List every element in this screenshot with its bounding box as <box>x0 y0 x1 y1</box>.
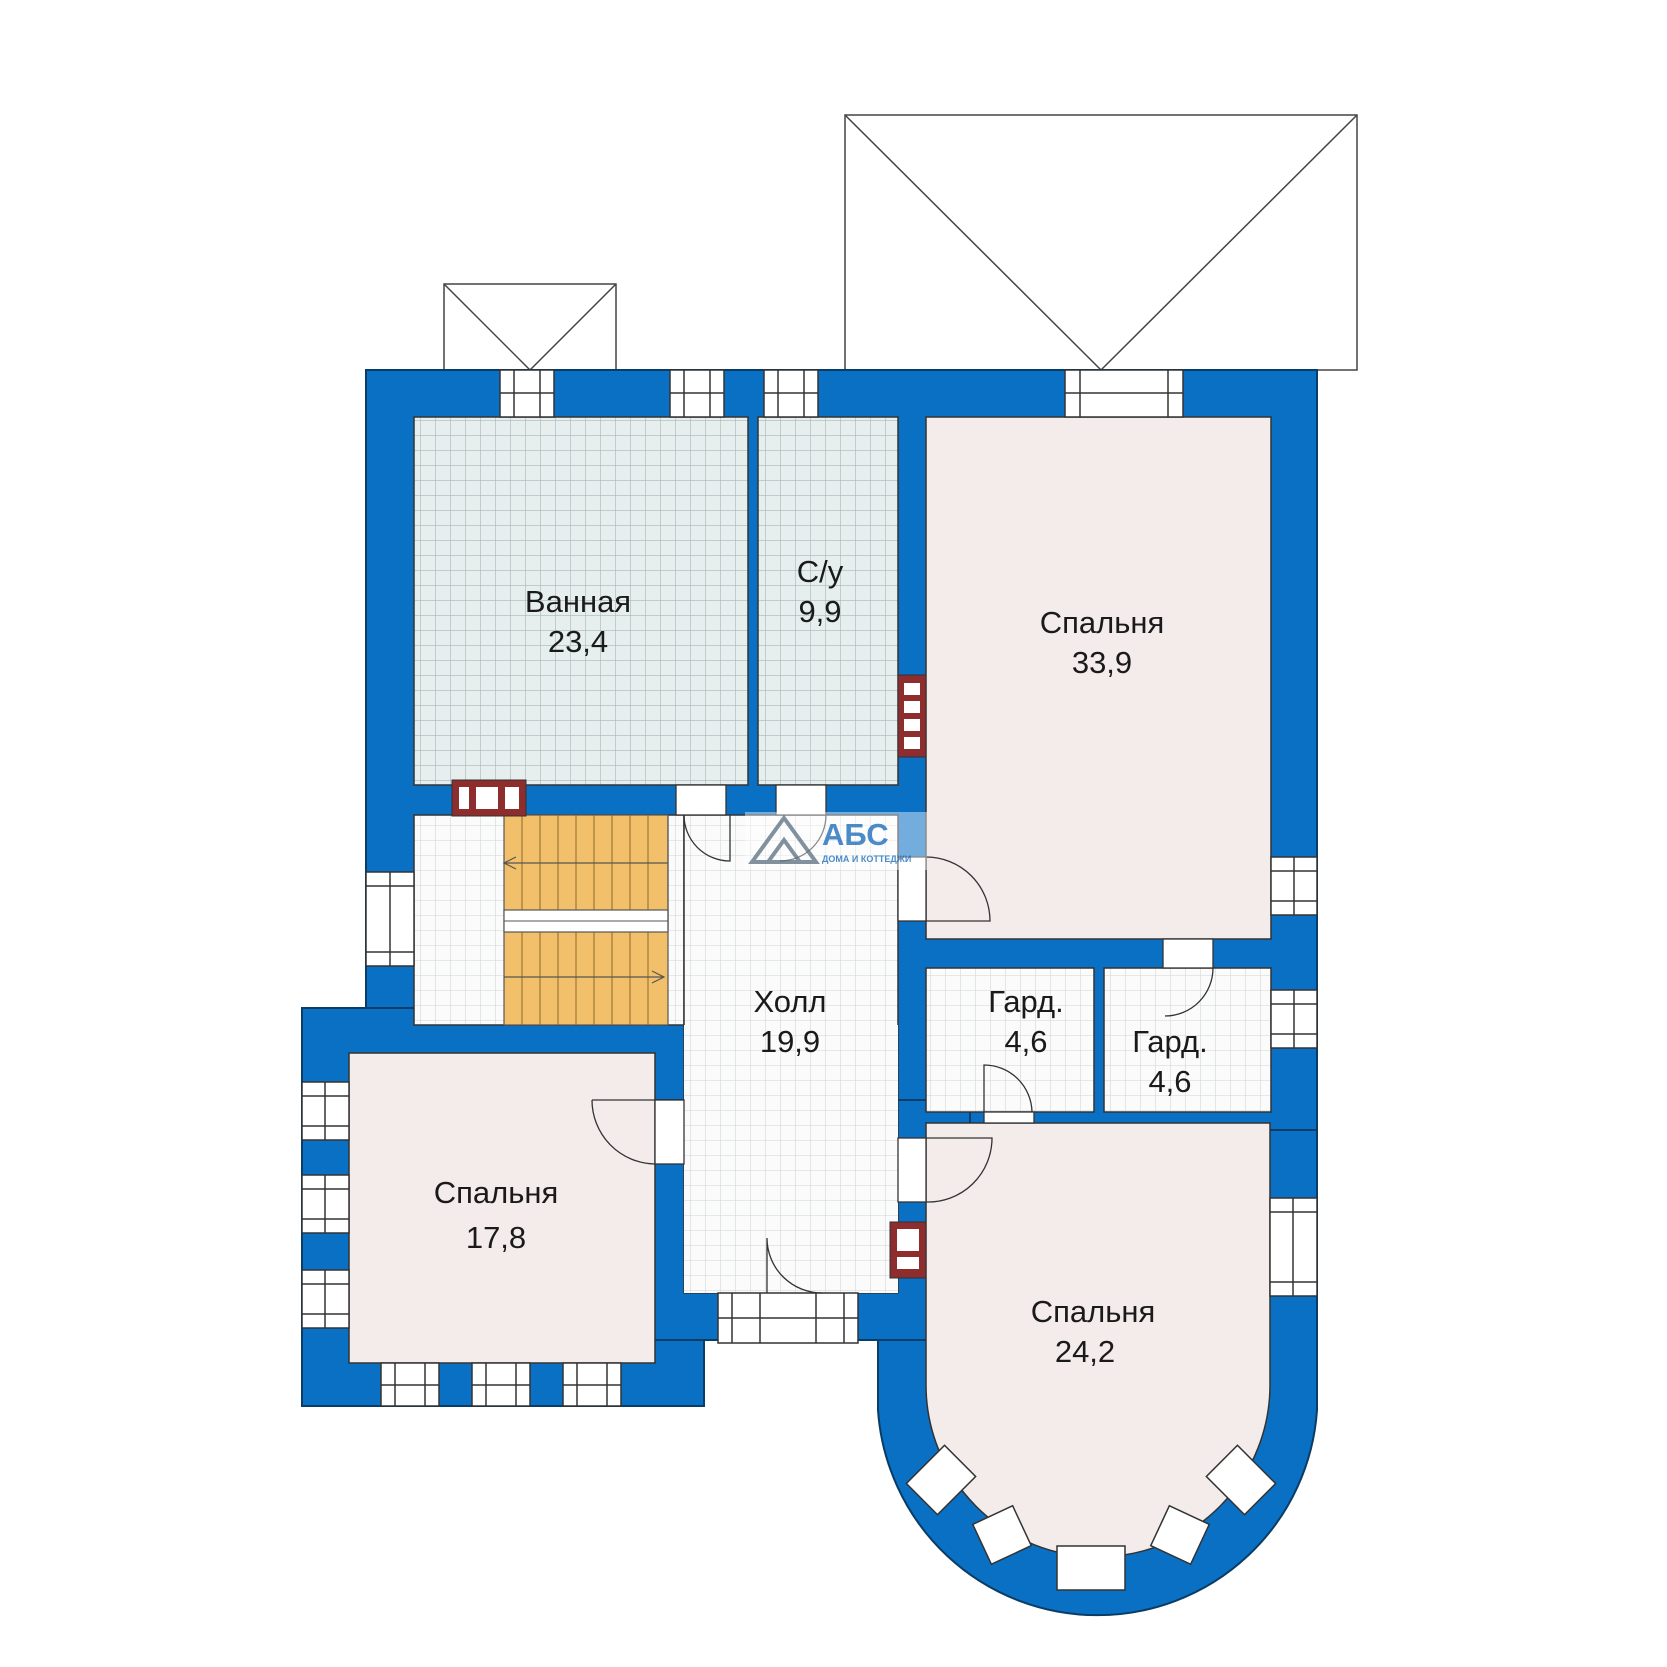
room-name-bedroom-178: Спальня <box>434 1175 559 1210</box>
exterior-notch-left <box>302 960 364 1006</box>
room-name-bathroom: Ванная <box>525 584 631 619</box>
room-area-bedroom-178: 17,8 <box>466 1220 526 1255</box>
terrace-outline-large <box>844 114 1358 371</box>
room-bedroom-178-floor <box>348 1052 656 1364</box>
room-name-wc: С/у <box>797 554 844 589</box>
room-name-wardrobe-1: Гард. <box>988 984 1064 1019</box>
room-wardrobe-2-floor <box>1103 967 1272 1113</box>
exterior-notch <box>705 1343 877 1423</box>
room-bathroom-floor <box>413 416 749 786</box>
balcony-outline-small <box>443 283 617 371</box>
room-name-bedroom-339: Спальня <box>1040 605 1165 640</box>
room-wc-floor <box>757 416 899 786</box>
room-name-wardrobe-2: Гард. <box>1132 1024 1208 1059</box>
room-wardrobe-1-floor <box>925 967 1095 1113</box>
room-area-wardrobe-1: 4,6 <box>1004 1024 1047 1059</box>
room-hall-lower-floor <box>684 1025 898 1293</box>
room-area-bedroom-242: 24,2 <box>1055 1334 1115 1369</box>
room-name-hall: Холл <box>753 984 826 1019</box>
watermark: АБС ДОМА И КОТТЕДЖИ <box>745 812 927 870</box>
chimney-vent-left <box>451 779 527 817</box>
room-area-bathroom: 23,4 <box>548 624 608 659</box>
windows <box>301 369 1318 1591</box>
staircase <box>502 814 669 1026</box>
room-area-wardrobe-2: 4,6 <box>1148 1064 1191 1099</box>
room-area-bedroom-339: 33,9 <box>1072 645 1132 680</box>
watermark-tagline: ДОМА И КОТТЕДЖИ <box>822 854 911 864</box>
doors <box>591 784 1214 1294</box>
chimney-vent-right <box>897 674 927 758</box>
room-name-bedroom-242: Спальня <box>1031 1294 1156 1329</box>
room-area-hall: 19,9 <box>760 1024 820 1059</box>
watermark-brand: АБС <box>822 817 889 852</box>
chimney-vent-hall <box>889 1221 927 1279</box>
house-triangle-logo-icon <box>748 814 820 864</box>
room-bedroom-339-floor <box>925 416 1272 940</box>
room-area-wc: 9,9 <box>798 594 841 629</box>
room-labels: Ванная 23,4 С/у 9,9 Спальня 33,9 Холл 19… <box>434 554 1208 1369</box>
